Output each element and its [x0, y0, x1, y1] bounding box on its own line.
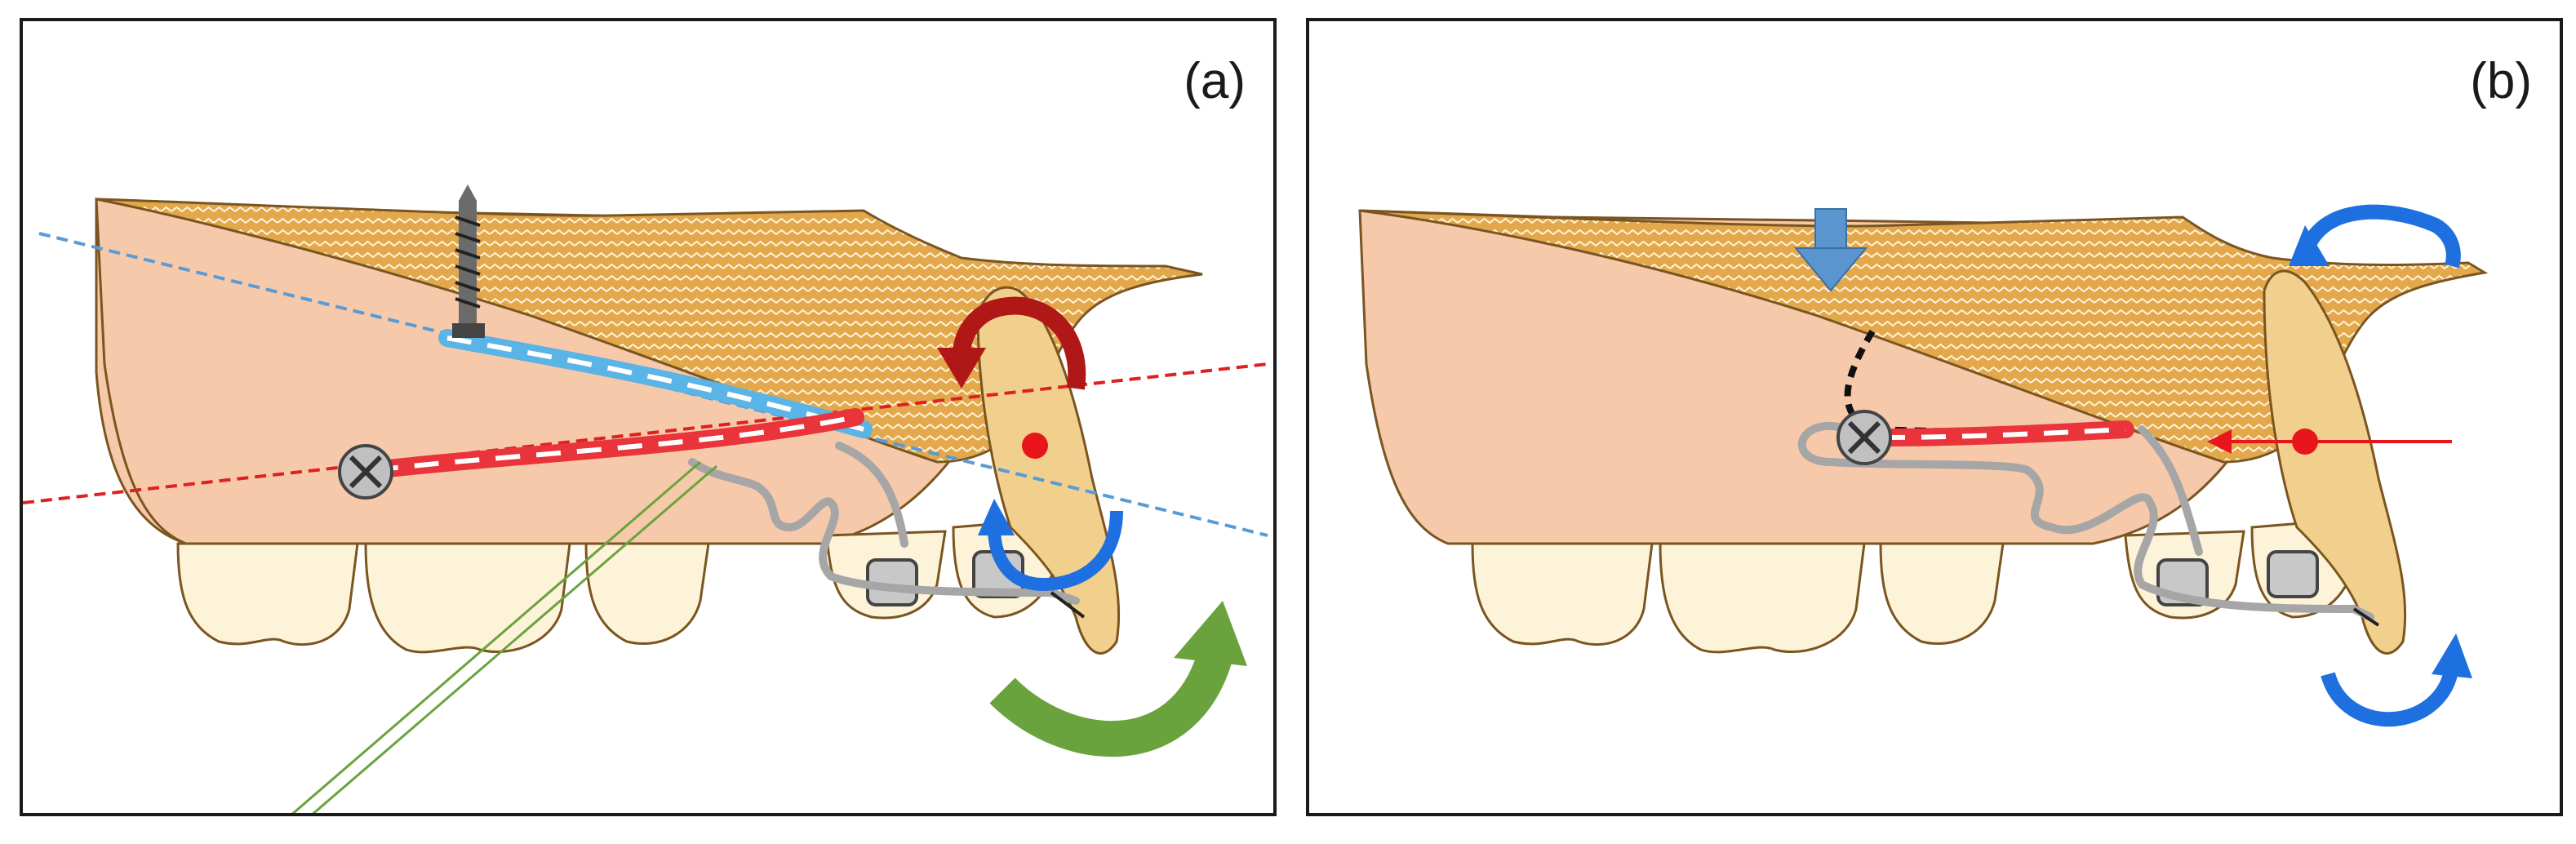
bone-cortex	[95, 198, 1203, 464]
rotation-arrow-icon	[978, 499, 1123, 592]
force-arrow-icon	[2207, 429, 2232, 454]
panel-b-illustration	[1358, 204, 2489, 727]
archwire	[688, 442, 1080, 605]
rotation-arrow-icon	[989, 601, 1247, 757]
panel-b: (b)	[1306, 18, 2563, 816]
guide-lines-green	[291, 460, 717, 813]
panel-label-b: (b)	[2470, 53, 2532, 109]
bone-cortex	[1359, 209, 2489, 464]
rotation-arrow-icon	[937, 296, 1086, 390]
panel-a: (a)	[20, 18, 1277, 816]
orthodontic-brackets	[2156, 550, 2319, 606]
palatal-reference-line-red	[23, 362, 1268, 504]
center-of-resistance-dot	[2292, 429, 2318, 455]
panel-label-a: (a)	[1184, 53, 1246, 109]
panel-a-illustration	[23, 184, 1268, 813]
miniplate-blue	[438, 329, 873, 438]
cross-screw-icon	[338, 444, 393, 500]
canine-tooth	[2263, 269, 2407, 655]
force-arrow-icon	[1793, 208, 1868, 292]
cross-screw-icon	[1837, 410, 1892, 465]
miniplate-red	[365, 408, 864, 479]
archwire	[1797, 421, 2374, 621]
rotation-arrow-icon	[2321, 633, 2472, 727]
center-of-resistance-dot	[1022, 433, 1048, 459]
miniplate-red	[1872, 420, 2134, 446]
bone-screw-icon	[452, 184, 485, 338]
rotation-arrow-icon	[2289, 204, 2461, 269]
